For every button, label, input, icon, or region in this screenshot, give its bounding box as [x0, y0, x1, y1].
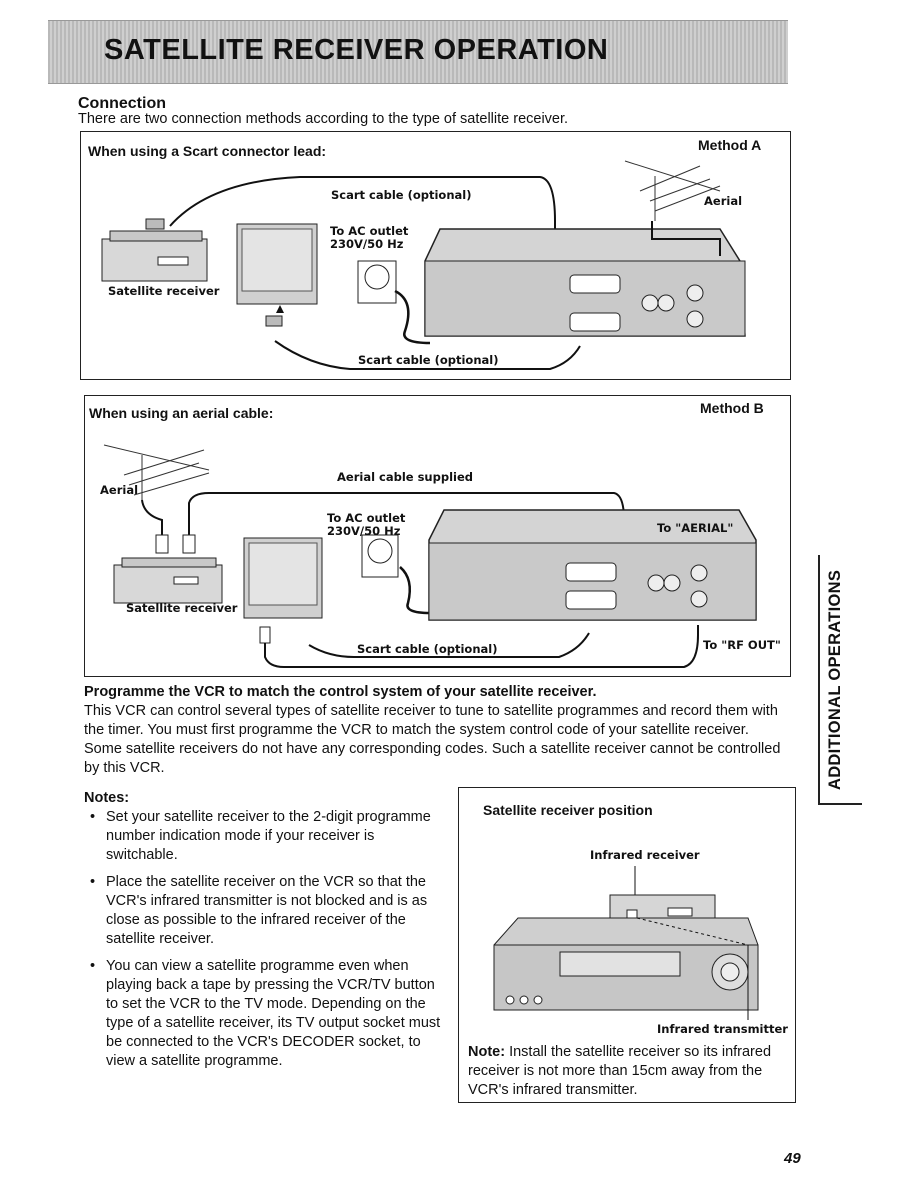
method-a-voltage-label: 230V/50 Hz [330, 237, 404, 251]
method-a-ac-outlet-label: To AC outlet [330, 224, 409, 238]
method-b-aerial-label: Aerial [100, 483, 139, 497]
note-item: Set your satellite receiver to the 2-dig… [90, 808, 442, 865]
page-number: 49 [784, 1150, 801, 1167]
position-title: Satellite receiver position [483, 802, 653, 818]
position-note-label: Note: [468, 1044, 506, 1060]
page-title: SATELLITE RECEIVER OPERATION [104, 34, 609, 66]
method-b-satellite-receiver-label: Satellite receiver [126, 601, 238, 615]
note-item: Place the satellite receiver on the VCR … [90, 873, 442, 949]
title-banner [48, 20, 788, 84]
method-b-to-aerial-label: To "AERIAL" [657, 521, 734, 535]
side-tab-border [818, 555, 862, 805]
method-b-diagram [103, 444, 757, 668]
method-b-rf-out-label: To "RF OUT" [703, 638, 781, 652]
method-b-voltage-label: 230V/50 Hz [327, 524, 401, 538]
infrared-transmitter-label: Infrared transmitter [657, 1022, 788, 1036]
position-note: Note: Install the satellite receiver so … [468, 1043, 788, 1100]
method-b-label: Method B [700, 400, 764, 416]
programme-text: This VCR can control several types of sa… [84, 703, 781, 776]
method-b-ac-outlet-label: To AC outlet [327, 511, 406, 525]
method-b-aerial-cable-label: Aerial cable supplied [337, 470, 473, 484]
method-a-satellite-receiver-label: Satellite receiver [108, 284, 220, 298]
notes-heading: Notes: [84, 790, 130, 806]
method-a-diagram [101, 160, 746, 370]
position-note-text: Install the satellite receiver so its in… [468, 1044, 772, 1098]
method-b-title: When using an aerial cable: [89, 405, 274, 421]
method-a-label: Method A [698, 137, 762, 153]
method-b-scart-label: Scart cable (optional) [357, 642, 498, 656]
method-a-aerial-label: Aerial [704, 194, 743, 208]
notes-list: Set your satellite receiver to the 2-dig… [86, 808, 442, 1079]
infrared-receiver-label: Infrared receiver [590, 848, 700, 862]
position-diagram [493, 866, 759, 1020]
method-a-scart-top-label: Scart cable (optional) [331, 188, 472, 202]
programme-heading: Programme the VCR to match the control s… [84, 684, 597, 700]
note-item: You can view a satellite programme even … [90, 957, 442, 1071]
connection-intro: There are two connection methods accordi… [78, 111, 569, 127]
method-a-scart-bottom-label: Scart cable (optional) [358, 353, 499, 367]
connection-heading: Connection [78, 95, 166, 112]
side-tab-label: ADDITIONAL OPERATIONS [826, 569, 844, 790]
method-a-title: When using a Scart connector lead: [88, 143, 327, 159]
